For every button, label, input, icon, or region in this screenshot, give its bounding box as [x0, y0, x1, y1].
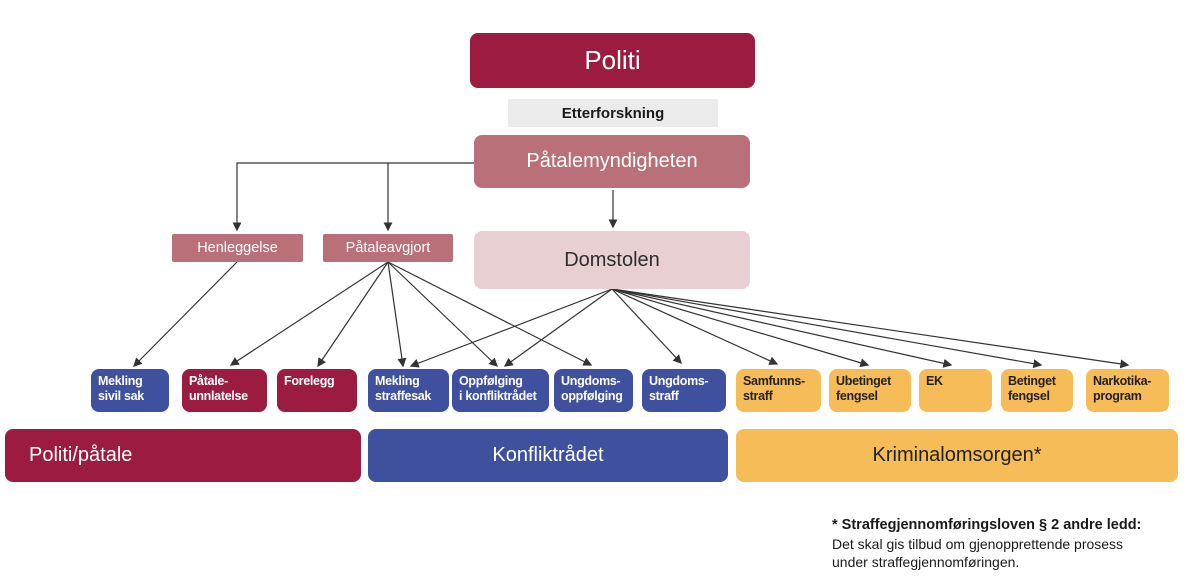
category-bar-konfliktradet: Konfliktrådet — [368, 429, 728, 482]
outcome-mekling-sivil-sak: Mekling sivil sak — [91, 369, 169, 412]
outcome-ungdomsoppfolging: Ungdoms- oppfølging — [554, 369, 633, 412]
footnote: * Straffegjennomføringsloven § 2 andre l… — [832, 516, 1192, 571]
outcome-forelegg: Forelegg — [277, 369, 357, 412]
outcome-patale-unnlatelse: Påtale- unnlatelse — [182, 369, 267, 412]
patalemyndigheten-box: Påtalemyndigheten — [474, 135, 750, 188]
category-bar-kriminalomsorgen: Kriminalomsorgen* — [736, 429, 1178, 482]
outcome-ek: EK — [919, 369, 992, 412]
outcome-betinget-fengsel: Betinget fengsel — [1001, 369, 1073, 412]
henleggelse-box: Henleggelse — [172, 234, 303, 262]
footnote-body: Det skal gis tilbud om gjenopprettende p… — [832, 535, 1124, 571]
outcome-narkotikaprogram: Narkotika- program — [1086, 369, 1169, 412]
outcome-oppfolging-konfliktradet: Oppfølging i konfliktrådet — [452, 369, 549, 412]
politi-box: Politi — [470, 33, 755, 88]
footnote-title: * Straffegjennomføringsloven § 2 andre l… — [832, 517, 1142, 533]
domstolen-box: Domstolen — [474, 231, 750, 289]
outcome-ungdomsstraff: Ungdoms- straff — [642, 369, 726, 412]
etterforskning-label: Etterforskning — [508, 99, 718, 127]
pataleavgjort-box: Påtaleavgjort — [323, 234, 453, 262]
outcome-ubetinget-fengsel: Ubetinget fengsel — [829, 369, 911, 412]
category-bar-politi-patale: Politi/påtale — [5, 429, 361, 482]
outcome-samfunnsstraff: Samfunns- straff — [736, 369, 821, 412]
outcome-mekling-straffesak: Mekling straffesak — [368, 369, 449, 412]
